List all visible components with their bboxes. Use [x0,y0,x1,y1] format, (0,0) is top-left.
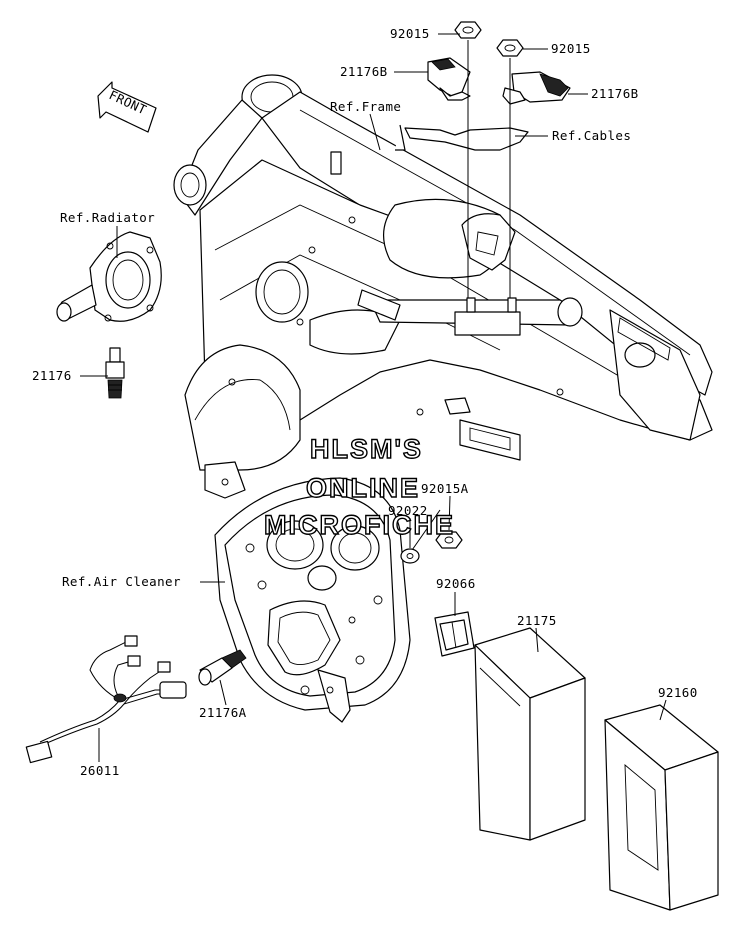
label-92022: 92022 [388,503,428,518]
label-21176: 21176 [32,368,72,383]
part-21176b-sensor-left [427,57,471,101]
label-ref-radiator: Ref.Radiator [60,210,155,225]
label-21176b-right: 21176B [591,86,639,101]
label-92160: 92160 [658,685,698,700]
label-ref-cables: Ref.Cables [552,128,631,143]
label-ref-frame: Ref.Frame [330,99,401,114]
leader-lines [80,33,667,762]
front-direction-arrow: FRONT [97,81,157,133]
part-21176-sensor [105,347,125,399]
label-92015-top: 92015 [390,26,430,41]
part-92022-washer [400,548,420,564]
label-21175: 21175 [517,613,557,628]
part-26011-harness [25,635,187,764]
cable-bracket-drawing [395,124,529,271]
part-labels: 92015 92015 21176B 21176B Ref.Frame Ref.… [32,26,698,778]
air-cleaner-base-drawing [214,477,411,723]
part-92066-connector [434,611,475,657]
part-21176b-sensor-right [502,71,571,105]
watermark: HLSM'S ONLINE MICROFICHE [263,433,455,540]
part-92015-nut-left [454,21,482,39]
watermark-line-3: MICROFICHE [264,510,455,540]
label-26011: 26011 [80,763,120,778]
part-92015-nut-right [496,39,524,57]
part-92015a-nut [435,531,463,549]
label-21176a: 21176A [199,705,247,720]
radiator-housing-drawing [56,231,162,322]
part-21175-ecu [474,627,586,841]
part-92160-cover [604,704,719,911]
watermark-line-2: ONLINE [306,473,420,503]
label-92066: 92066 [436,576,476,591]
label-92015-right: 92015 [551,41,591,56]
watermark-line-1: HLSM'S [310,434,423,464]
label-92015a: 92015A [421,481,469,496]
part-21176a-sensor [198,649,247,686]
label-21176b-left: 21176B [340,64,388,79]
label-ref-air-cleaner: Ref.Air Cleaner [62,574,181,589]
fastener-guide-lines [409,40,511,554]
